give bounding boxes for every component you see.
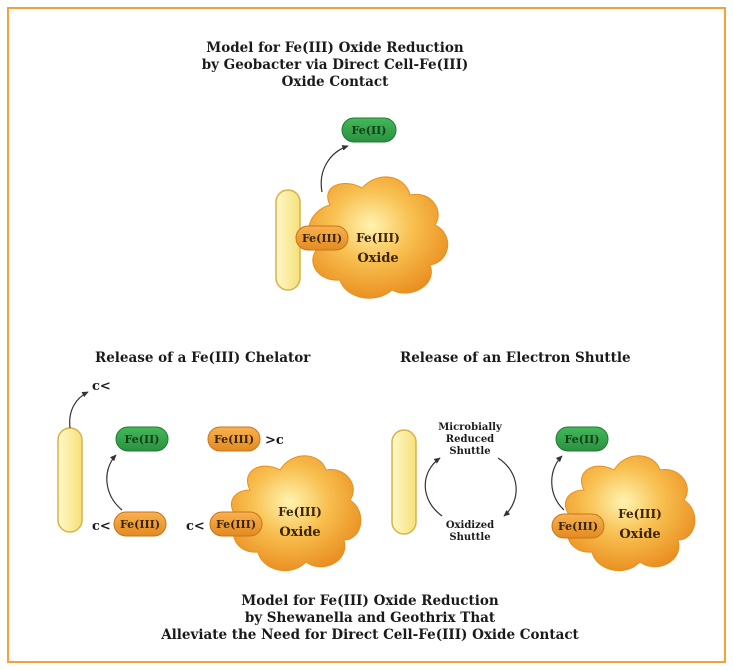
shuttle-oxide-label-1: Fe(III)	[618, 507, 662, 521]
oxidized-shuttle-line-1: Oxidized	[446, 520, 494, 531]
chelator-cell-fe3-pill	[113, 511, 167, 537]
bottom-title-line-1: Model for Fe(III) Oxide Reduction	[241, 593, 499, 609]
top-title-line-3: Oxide Contact	[281, 74, 389, 90]
chelator-oxide-fe3-label: Fe(III)	[216, 518, 256, 531]
reduced-shuttle-line-2: Reduced	[446, 434, 494, 445]
top-model-title: Model for Fe(III) Oxide Reduction by Geo…	[170, 40, 500, 91]
top-fe3-pill	[295, 225, 349, 251]
shuttle-fe2-label: Fe(II)	[565, 433, 600, 446]
chelator-release-arrow	[69, 391, 89, 429]
reduced-shuttle-line-3: Shuttle	[449, 446, 490, 457]
top-title-line-1: Model for Fe(III) Oxide Reduction	[206, 40, 464, 56]
chelator-cell-symbol: c<	[92, 519, 111, 534]
chelator-oxide-label-2: Oxide	[279, 525, 320, 540]
shuttle-fe3-label: Fe(III)	[558, 520, 598, 533]
chelator-panel: c< Fe(II) c< Fe(III) Fe(III) >c c< Fe(II…	[57, 379, 362, 572]
chelator-free-fe3-pill	[207, 426, 261, 452]
chelator-oxide-symbol: c<	[186, 519, 205, 534]
bottom-title-line-2: by Shewanella and Geothrix That	[244, 610, 496, 626]
shuttle-reduction-arrow	[424, 457, 443, 517]
top-reduction-arrow	[320, 145, 349, 193]
chelator-fe2-pill	[115, 426, 169, 452]
reduced-shuttle-line-1: Microbially	[438, 422, 503, 433]
chelator-cell-fe3-label: Fe(III)	[120, 518, 160, 531]
shuttle-bacterial-cell	[391, 429, 417, 535]
top-fe2-pill	[341, 117, 397, 143]
chelator-fe2-label: Fe(II)	[125, 433, 160, 446]
bottom-title-line-3: Alleviate the Need for Direct Cell-Fe(II…	[161, 627, 579, 643]
top-oxide-label-2: Oxide	[357, 251, 398, 266]
top-fe2-label: Fe(II)	[352, 124, 387, 137]
shuttle-fe3-pill	[551, 513, 605, 539]
chelator-free-fe3-label: Fe(III)	[214, 433, 254, 446]
chelator-free-symbol: >c	[265, 433, 284, 448]
top-oxide-blob	[308, 176, 449, 299]
shuttle-fe2-pill	[555, 426, 609, 452]
top-oxide-label-1: Fe(III)	[356, 231, 400, 245]
oxidized-shuttle-line-2: Shuttle	[449, 532, 490, 543]
top-title-line-2: by Geobacter via Direct Cell-Fe(III)	[201, 57, 469, 73]
shuttle-panel: Microbially Reduced Shuttle Oxidized Shu…	[391, 422, 696, 572]
chelator-heading: Release of a Fe(III) Chelator	[95, 350, 311, 366]
shuttle-heading: Release of an Electron Shuttle	[400, 350, 631, 366]
chelator-bacterial-cell	[57, 427, 83, 533]
bottom-model-title: Model for Fe(III) Oxide Reduction by She…	[160, 593, 580, 644]
shuttle-oxidation-arrow	[497, 457, 517, 517]
chelator-uptake-arrow	[106, 454, 123, 511]
chelator-released-symbol: c<	[92, 379, 111, 394]
shuttle-oxide-label-2: Oxide	[619, 527, 660, 542]
top-panel: Fe(III) Fe(III) Oxide Fe(II)	[275, 117, 449, 299]
chelator-oxide-fe3-pill	[209, 511, 263, 537]
shuttle-fe-reduction-arrow	[551, 455, 565, 511]
chelator-oxide-label-1: Fe(III)	[278, 505, 322, 519]
top-fe3-label: Fe(III)	[302, 232, 342, 245]
